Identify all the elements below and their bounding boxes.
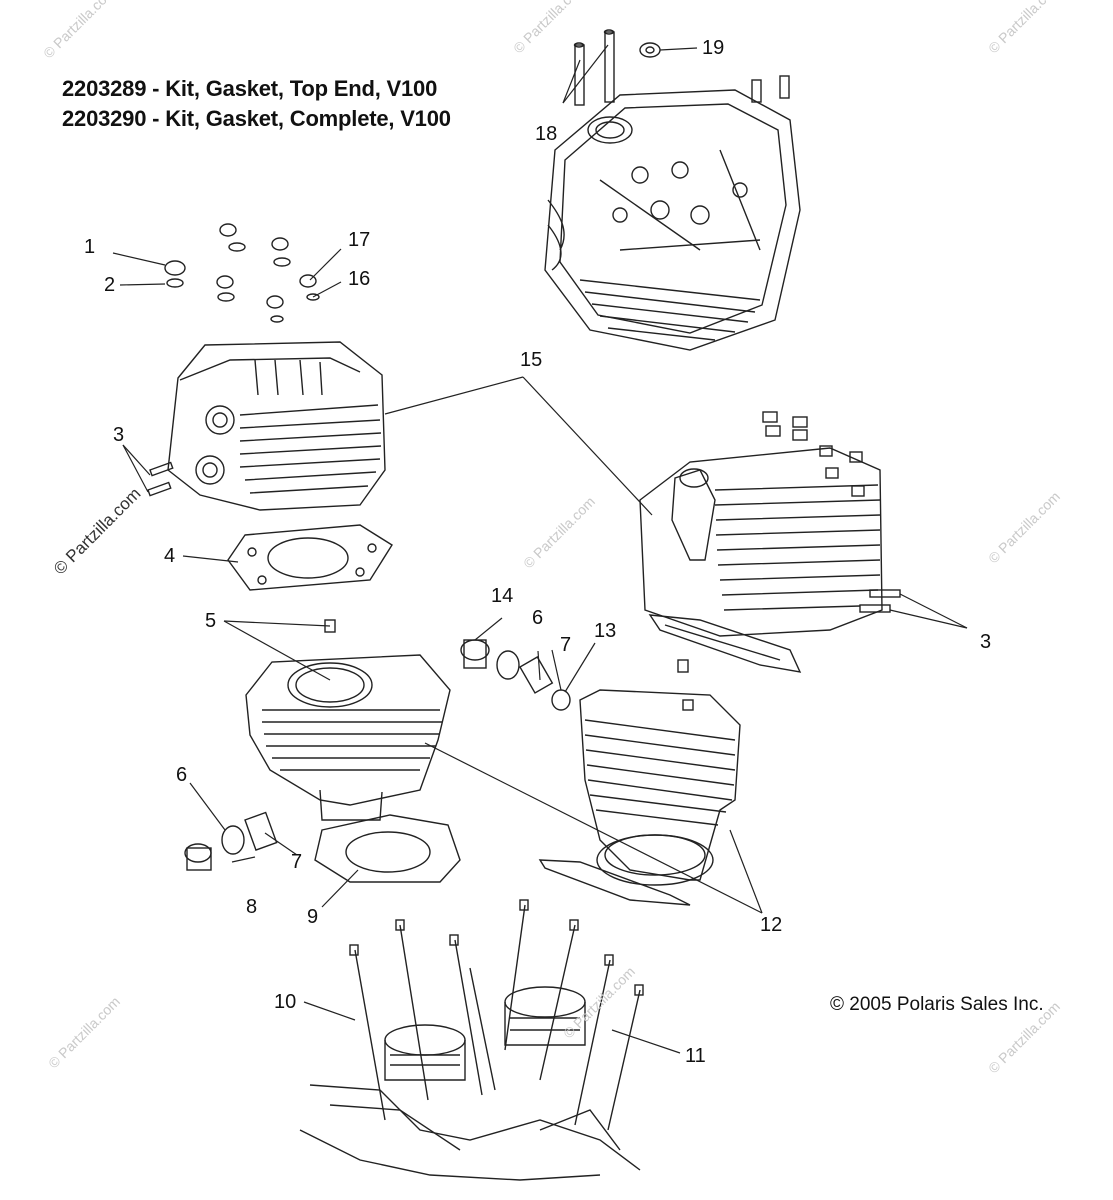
- head-gasket-rear: [648, 614, 802, 673]
- callout-3: 3: [113, 424, 125, 446]
- callout-6: 6: [532, 607, 544, 629]
- callout-8: 8: [246, 896, 258, 918]
- callout-11: 11: [685, 1045, 706, 1067]
- front-cylinder: [245, 619, 451, 821]
- oil-fitting-lower: [184, 811, 278, 871]
- rear-cylinder-head-top-view: [544, 29, 801, 351]
- callout-14: 14: [491, 585, 514, 607]
- pushrods-and-pistons: [299, 899, 644, 1181]
- rear-cylinder: [579, 659, 741, 886]
- callout-12: 12: [760, 914, 783, 936]
- callout-7: 7: [560, 634, 572, 656]
- callout-6-lower: 6: [176, 764, 188, 786]
- callout-3-right: 3: [980, 631, 992, 653]
- callout-5: 5: [205, 610, 217, 632]
- front-cylinder-head: [147, 223, 386, 511]
- oil-fitting-assembly: [460, 639, 571, 711]
- kit-title-top-end: 2203289 - Kit, Gasket, Top End, V100: [62, 76, 438, 101]
- callout-2: 2: [104, 274, 116, 296]
- callout-7-lower: 7: [291, 851, 303, 873]
- callout-18: 18: [535, 123, 558, 145]
- callout-17: 17: [348, 229, 371, 251]
- callout-9: 9: [307, 906, 319, 928]
- base-gasket-rear: [538, 859, 691, 906]
- kit-title-complete: 2203290 - Kit, Gasket, Complete, V100: [62, 106, 451, 131]
- leader-lines: [112, 44, 968, 1054]
- callout-10: 10: [274, 991, 297, 1013]
- callout-15: 15: [520, 349, 543, 371]
- callout-1: 1: [84, 236, 96, 258]
- head-gasket-front: [227, 524, 393, 591]
- copyright-notice: © 2005 Polaris Sales Inc.: [830, 994, 1044, 1015]
- callout-4: 4: [164, 545, 176, 567]
- callout-19: 19: [702, 37, 725, 59]
- callout-13: 13: [594, 620, 617, 642]
- callout-16: 16: [348, 268, 371, 290]
- rear-cylinder-head-side-view: [639, 411, 901, 637]
- base-gasket-front: [314, 814, 461, 883]
